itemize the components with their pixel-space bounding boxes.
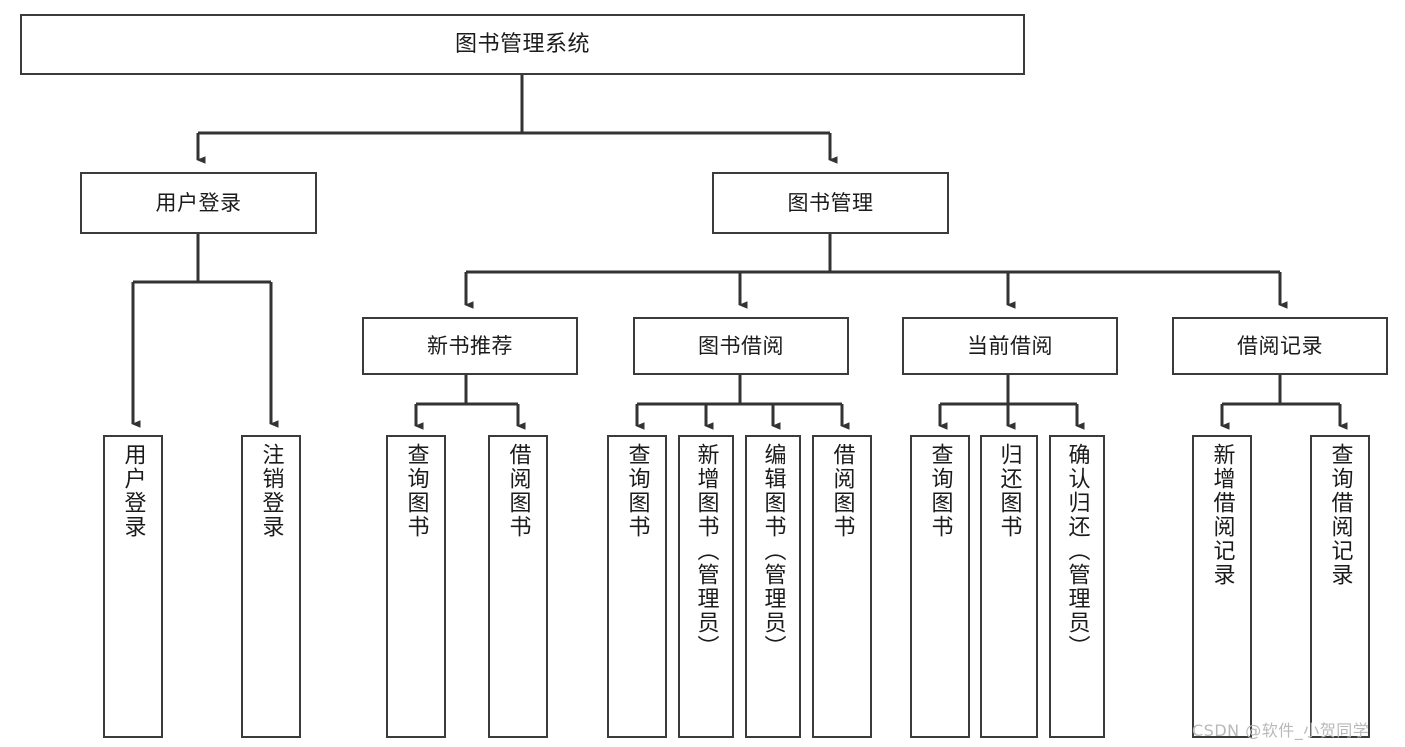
node-book-borrow[interactable]: 图书借阅 [633, 317, 849, 375]
node-label: 归还图书 [996, 443, 1022, 539]
node-label: 当前借阅 [967, 333, 1053, 358]
leaf-query-book-current[interactable]: 查询图书 [910, 435, 970, 738]
node-label: 用户登录 [155, 190, 242, 215]
node-label: 新增借阅记录 [1209, 443, 1235, 587]
node-label: 新书推荐 [427, 333, 513, 358]
node-current-borrow[interactable]: 当前借阅 [902, 317, 1118, 375]
node-label: 图书管理 [787, 190, 874, 215]
leaf-confirm-return[interactable]: 确认归还（管理员） [1049, 435, 1105, 738]
leaf-borrow-book[interactable]: 借阅图书 [812, 435, 872, 738]
node-label: 借阅记录 [1237, 333, 1323, 358]
node-label: 查询借阅记录 [1327, 443, 1353, 587]
leaf-add-book[interactable]: 新增图书（管理员） [678, 435, 734, 738]
node-label: 借阅图书 [829, 443, 855, 539]
leaf-logout[interactable]: 注销登录 [241, 435, 301, 738]
leaf-query-book-borrow[interactable]: 查询图书 [607, 435, 667, 738]
node-label: 新增图书（管理员） [693, 443, 719, 659]
node-label: 注销登录 [258, 443, 284, 539]
node-label: 图书借阅 [698, 333, 784, 358]
node-label: 确认归还（管理员） [1064, 443, 1090, 659]
node-user-login[interactable]: 用户登录 [80, 172, 317, 234]
leaf-edit-book[interactable]: 编辑图书（管理员） [745, 435, 801, 738]
node-label: 用户登录 [120, 443, 146, 539]
node-label: 编辑图书（管理员） [760, 443, 786, 659]
leaf-query-borrow-record[interactable]: 查询借阅记录 [1310, 435, 1370, 738]
node-borrow-record[interactable]: 借阅记录 [1172, 317, 1388, 375]
node-root-system[interactable]: 图书管理系统 [20, 14, 1025, 75]
leaf-borrow-book-recommend[interactable]: 借阅图书 [488, 435, 548, 738]
node-book-manage[interactable]: 图书管理 [712, 172, 949, 234]
leaf-return-book[interactable]: 归还图书 [980, 435, 1038, 738]
node-label: 查询图书 [624, 443, 650, 539]
node-label: 查询图书 [927, 443, 953, 539]
node-label: 查询图书 [403, 443, 429, 539]
node-new-book-recommend[interactable]: 新书推荐 [362, 317, 578, 375]
leaf-user-login[interactable]: 用户登录 [103, 435, 163, 738]
node-label: 图书管理系统 [454, 31, 590, 57]
leaf-add-borrow-record[interactable]: 新增借阅记录 [1192, 435, 1252, 738]
node-label: 借阅图书 [505, 443, 531, 539]
leaf-query-book-recommend[interactable]: 查询图书 [386, 435, 446, 738]
